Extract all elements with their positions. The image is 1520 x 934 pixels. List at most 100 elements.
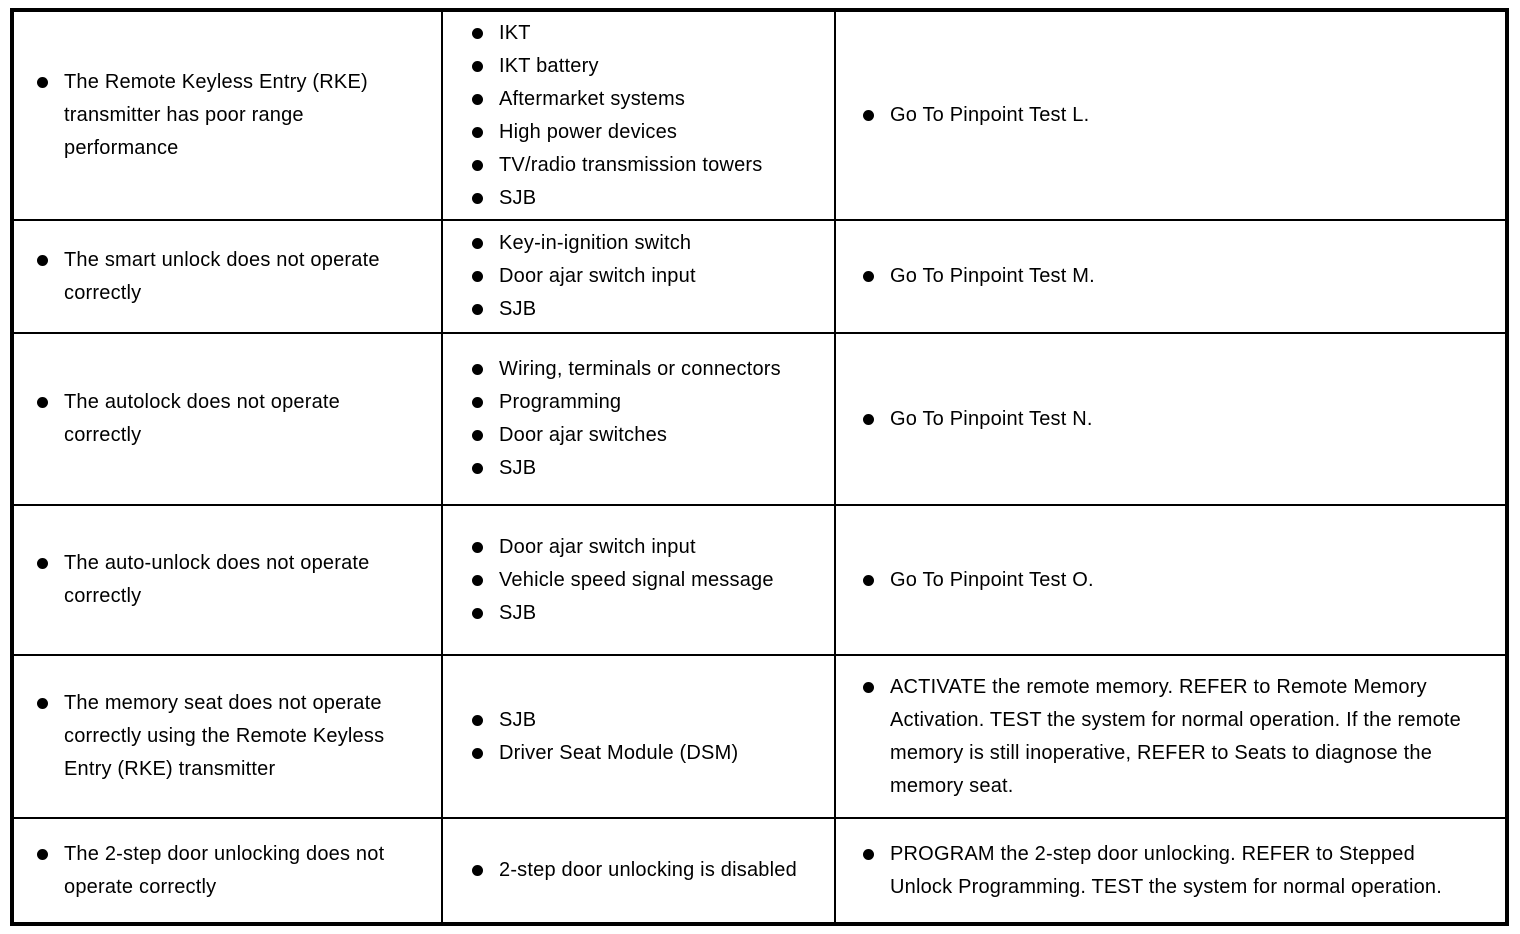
bullet-icon	[472, 714, 483, 726]
list-item: TV/radio transmission towers	[449, 149, 806, 182]
condition-list: The auto-unlock does not operate correct…	[14, 547, 389, 613]
list-item-text: The memory seat does not operate correct…	[64, 692, 385, 780]
condition-cell: The auto-unlock does not operate correct…	[11, 504, 443, 656]
list-item: Wiring, terminals or connectors	[449, 353, 806, 386]
list-item: Programming	[449, 386, 806, 419]
table-row: The Remote Keyless Entry (RKE) transmitt…	[11, 9, 1508, 221]
list-item: ACTIVATE the remote memory. REFER to Rem…	[840, 671, 1481, 803]
list-item: The memory seat does not operate correct…	[14, 687, 389, 786]
table-row: The memory seat does not operate correct…	[11, 654, 1508, 819]
list-item: The 2-step door unlocking does not opera…	[14, 838, 389, 904]
list-item: Go To Pinpoint Test O.	[840, 564, 1481, 597]
condition-cell: The Remote Keyless Entry (RKE) transmitt…	[11, 9, 443, 221]
list-item: The smart unlock does not operate correc…	[14, 244, 389, 310]
list-item-text: Driver Seat Module (DSM)	[499, 741, 739, 764]
bullet-icon	[863, 681, 874, 693]
sources-cell: 2-step door unlocking is disabled	[441, 817, 836, 925]
condition-cell: The autolock does not operate correctly	[11, 332, 443, 506]
table-row: The auto-unlock does not operate correct…	[11, 504, 1508, 656]
list-item-text: IKT battery	[499, 54, 599, 77]
bullet-icon	[472, 60, 483, 72]
bullet-icon	[863, 110, 874, 121]
bullet-icon	[37, 254, 48, 266]
bullet-icon	[472, 126, 483, 138]
action-cell: Go To Pinpoint Test N.	[834, 332, 1508, 506]
list-item-text: Programming	[499, 391, 622, 413]
list-item-text: High power devices	[499, 120, 678, 143]
document-page: The Remote Keyless Entry (RKE) transmitt…	[10, 8, 1509, 926]
action-cell: Go To Pinpoint Test L.	[834, 9, 1508, 221]
bullet-icon	[37, 77, 48, 88]
action-list: PROGRAM the 2-step door unlocking. REFER…	[840, 838, 1481, 904]
action-list: ACTIVATE the remote memory. REFER to Rem…	[840, 671, 1481, 803]
list-item-text: Go To Pinpoint Test M.	[890, 265, 1095, 287]
list-item: Door ajar switch input	[449, 260, 806, 293]
list-item-text: SJB	[499, 601, 537, 624]
bullet-icon	[472, 463, 483, 474]
list-item: Vehicle speed signal message	[449, 564, 806, 597]
list-item-text: Go To Pinpoint Test L.	[890, 104, 1090, 126]
list-item: Key-in-ignition switch	[449, 227, 806, 260]
action-cell: PROGRAM the 2-step door unlocking. REFER…	[834, 817, 1508, 925]
bullet-icon	[472, 27, 483, 39]
condition-list: The 2-step door unlocking does not opera…	[14, 838, 389, 904]
list-item-text: Door ajar switch input	[499, 265, 696, 287]
bullet-icon	[472, 607, 483, 619]
table-row: The autolock does not operate correctly W…	[11, 332, 1508, 506]
list-item: High power devices	[449, 116, 806, 149]
condition-cell: The memory seat does not operate correct…	[11, 654, 443, 819]
condition-cell: The 2-step door unlocking does not opera…	[11, 817, 443, 925]
condition-cell: The smart unlock does not operate correc…	[11, 219, 443, 334]
list-item-text: The smart unlock does not operate correc…	[64, 248, 380, 304]
action-cell: Go To Pinpoint Test M.	[834, 219, 1508, 334]
list-item-text: Go To Pinpoint Test N.	[890, 407, 1093, 430]
action-list: Go To Pinpoint Test N.	[840, 403, 1481, 436]
table-row: The 2-step door unlocking does not opera…	[11, 817, 1508, 925]
list-item-text: Vehicle speed signal message	[499, 568, 774, 591]
list-item: The auto-unlock does not operate correct…	[14, 547, 389, 613]
list-item: 2-step door unlocking is disabled	[449, 854, 806, 887]
condition-list: The smart unlock does not operate correc…	[14, 244, 389, 310]
list-item: SJB	[449, 452, 806, 485]
bullet-icon	[472, 304, 483, 315]
bullet-icon	[472, 747, 483, 759]
action-list: Go To Pinpoint Test M.	[840, 260, 1481, 293]
bullet-icon	[37, 397, 48, 408]
bullet-icon	[863, 574, 874, 586]
bullet-icon	[472, 541, 483, 553]
bullet-icon	[472, 271, 483, 282]
bullet-icon	[472, 865, 483, 876]
sources-list: 2-step door unlocking is disabled	[449, 854, 806, 887]
bullet-icon	[472, 430, 483, 441]
list-item-text: 2-step door unlocking is disabled	[499, 859, 797, 881]
list-item-text: The autolock does not operate correctly	[64, 391, 340, 446]
bullet-icon	[472, 574, 483, 586]
list-item-text: TV/radio transmission towers	[499, 153, 763, 176]
sources-list: SJB Driver Seat Module (DSM)	[449, 704, 806, 770]
list-item-text: The 2-step door unlocking does not opera…	[64, 842, 385, 898]
bullet-icon	[472, 364, 483, 375]
list-item-text: SJB	[499, 708, 537, 731]
list-item-text: Door ajar switch input	[499, 535, 696, 558]
sources-cell: SJB Driver Seat Module (DSM)	[441, 654, 836, 819]
diagnostic-table: The Remote Keyless Entry (RKE) transmitt…	[10, 8, 1509, 926]
list-item-text: Aftermarket systems	[499, 87, 686, 110]
bullet-icon	[472, 93, 483, 105]
list-item: Door ajar switch input	[449, 531, 806, 564]
bullet-icon	[863, 271, 874, 282]
diagnostic-table-body: The Remote Keyless Entry (RKE) transmitt…	[11, 9, 1508, 925]
list-item: SJB	[449, 182, 806, 215]
list-item: IKT battery	[449, 50, 806, 83]
bullet-icon	[37, 558, 48, 569]
list-item: Go To Pinpoint Test N.	[840, 403, 1481, 436]
bullet-icon	[863, 413, 874, 425]
action-list: Go To Pinpoint Test O.	[840, 564, 1481, 597]
bullet-icon	[863, 848, 874, 860]
table-row: The smart unlock does not operate correc…	[11, 219, 1508, 334]
